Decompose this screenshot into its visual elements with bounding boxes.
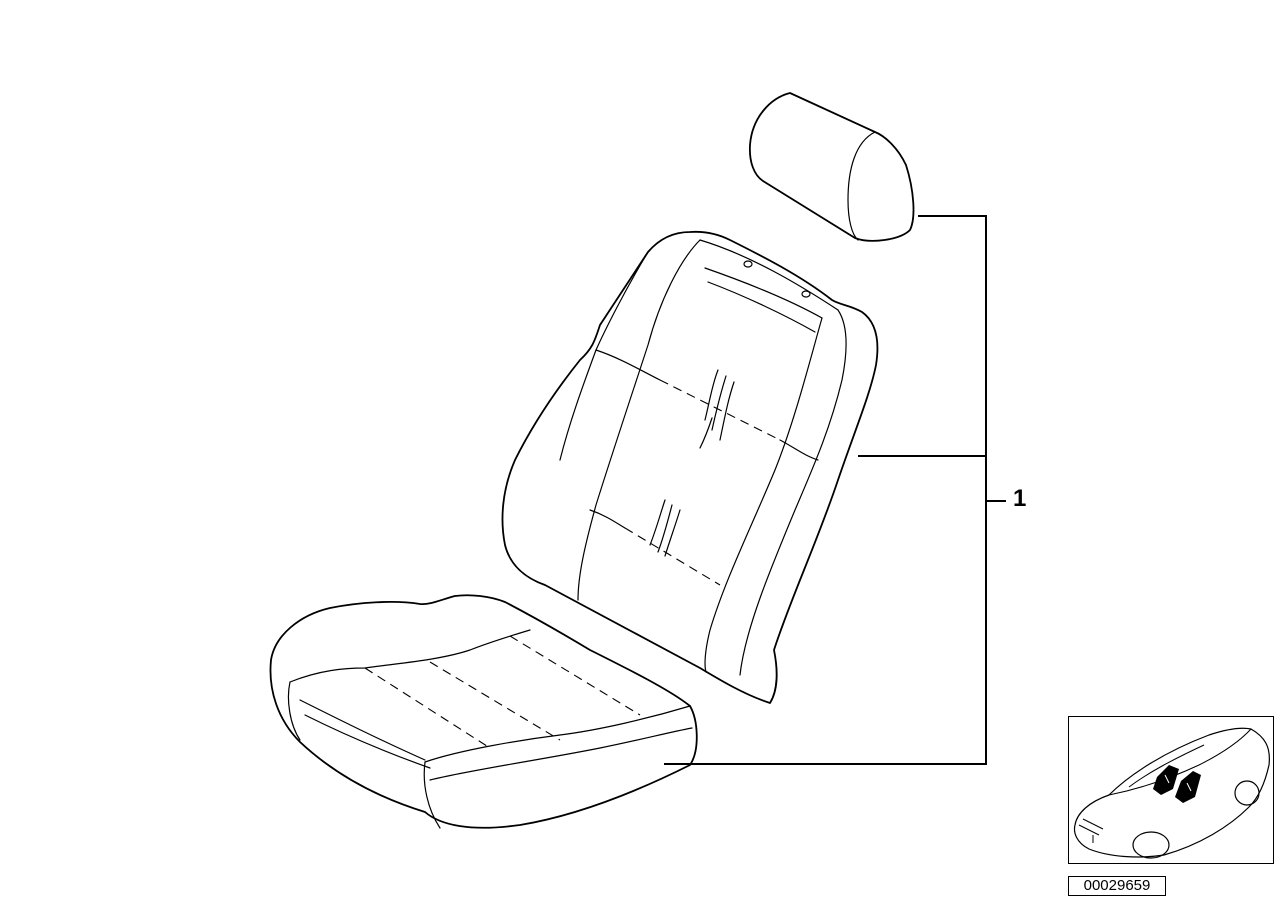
document-number: 00029659 bbox=[1068, 876, 1166, 896]
backrest-cover-icon bbox=[501, 230, 879, 704]
callout-number: 1 bbox=[1013, 485, 1027, 512]
seat-cushion-cover-icon bbox=[269, 594, 698, 829]
car-seat-location-icon bbox=[1068, 716, 1274, 864]
headrest-icon bbox=[749, 92, 915, 242]
callout-leader-lines bbox=[664, 215, 1006, 765]
